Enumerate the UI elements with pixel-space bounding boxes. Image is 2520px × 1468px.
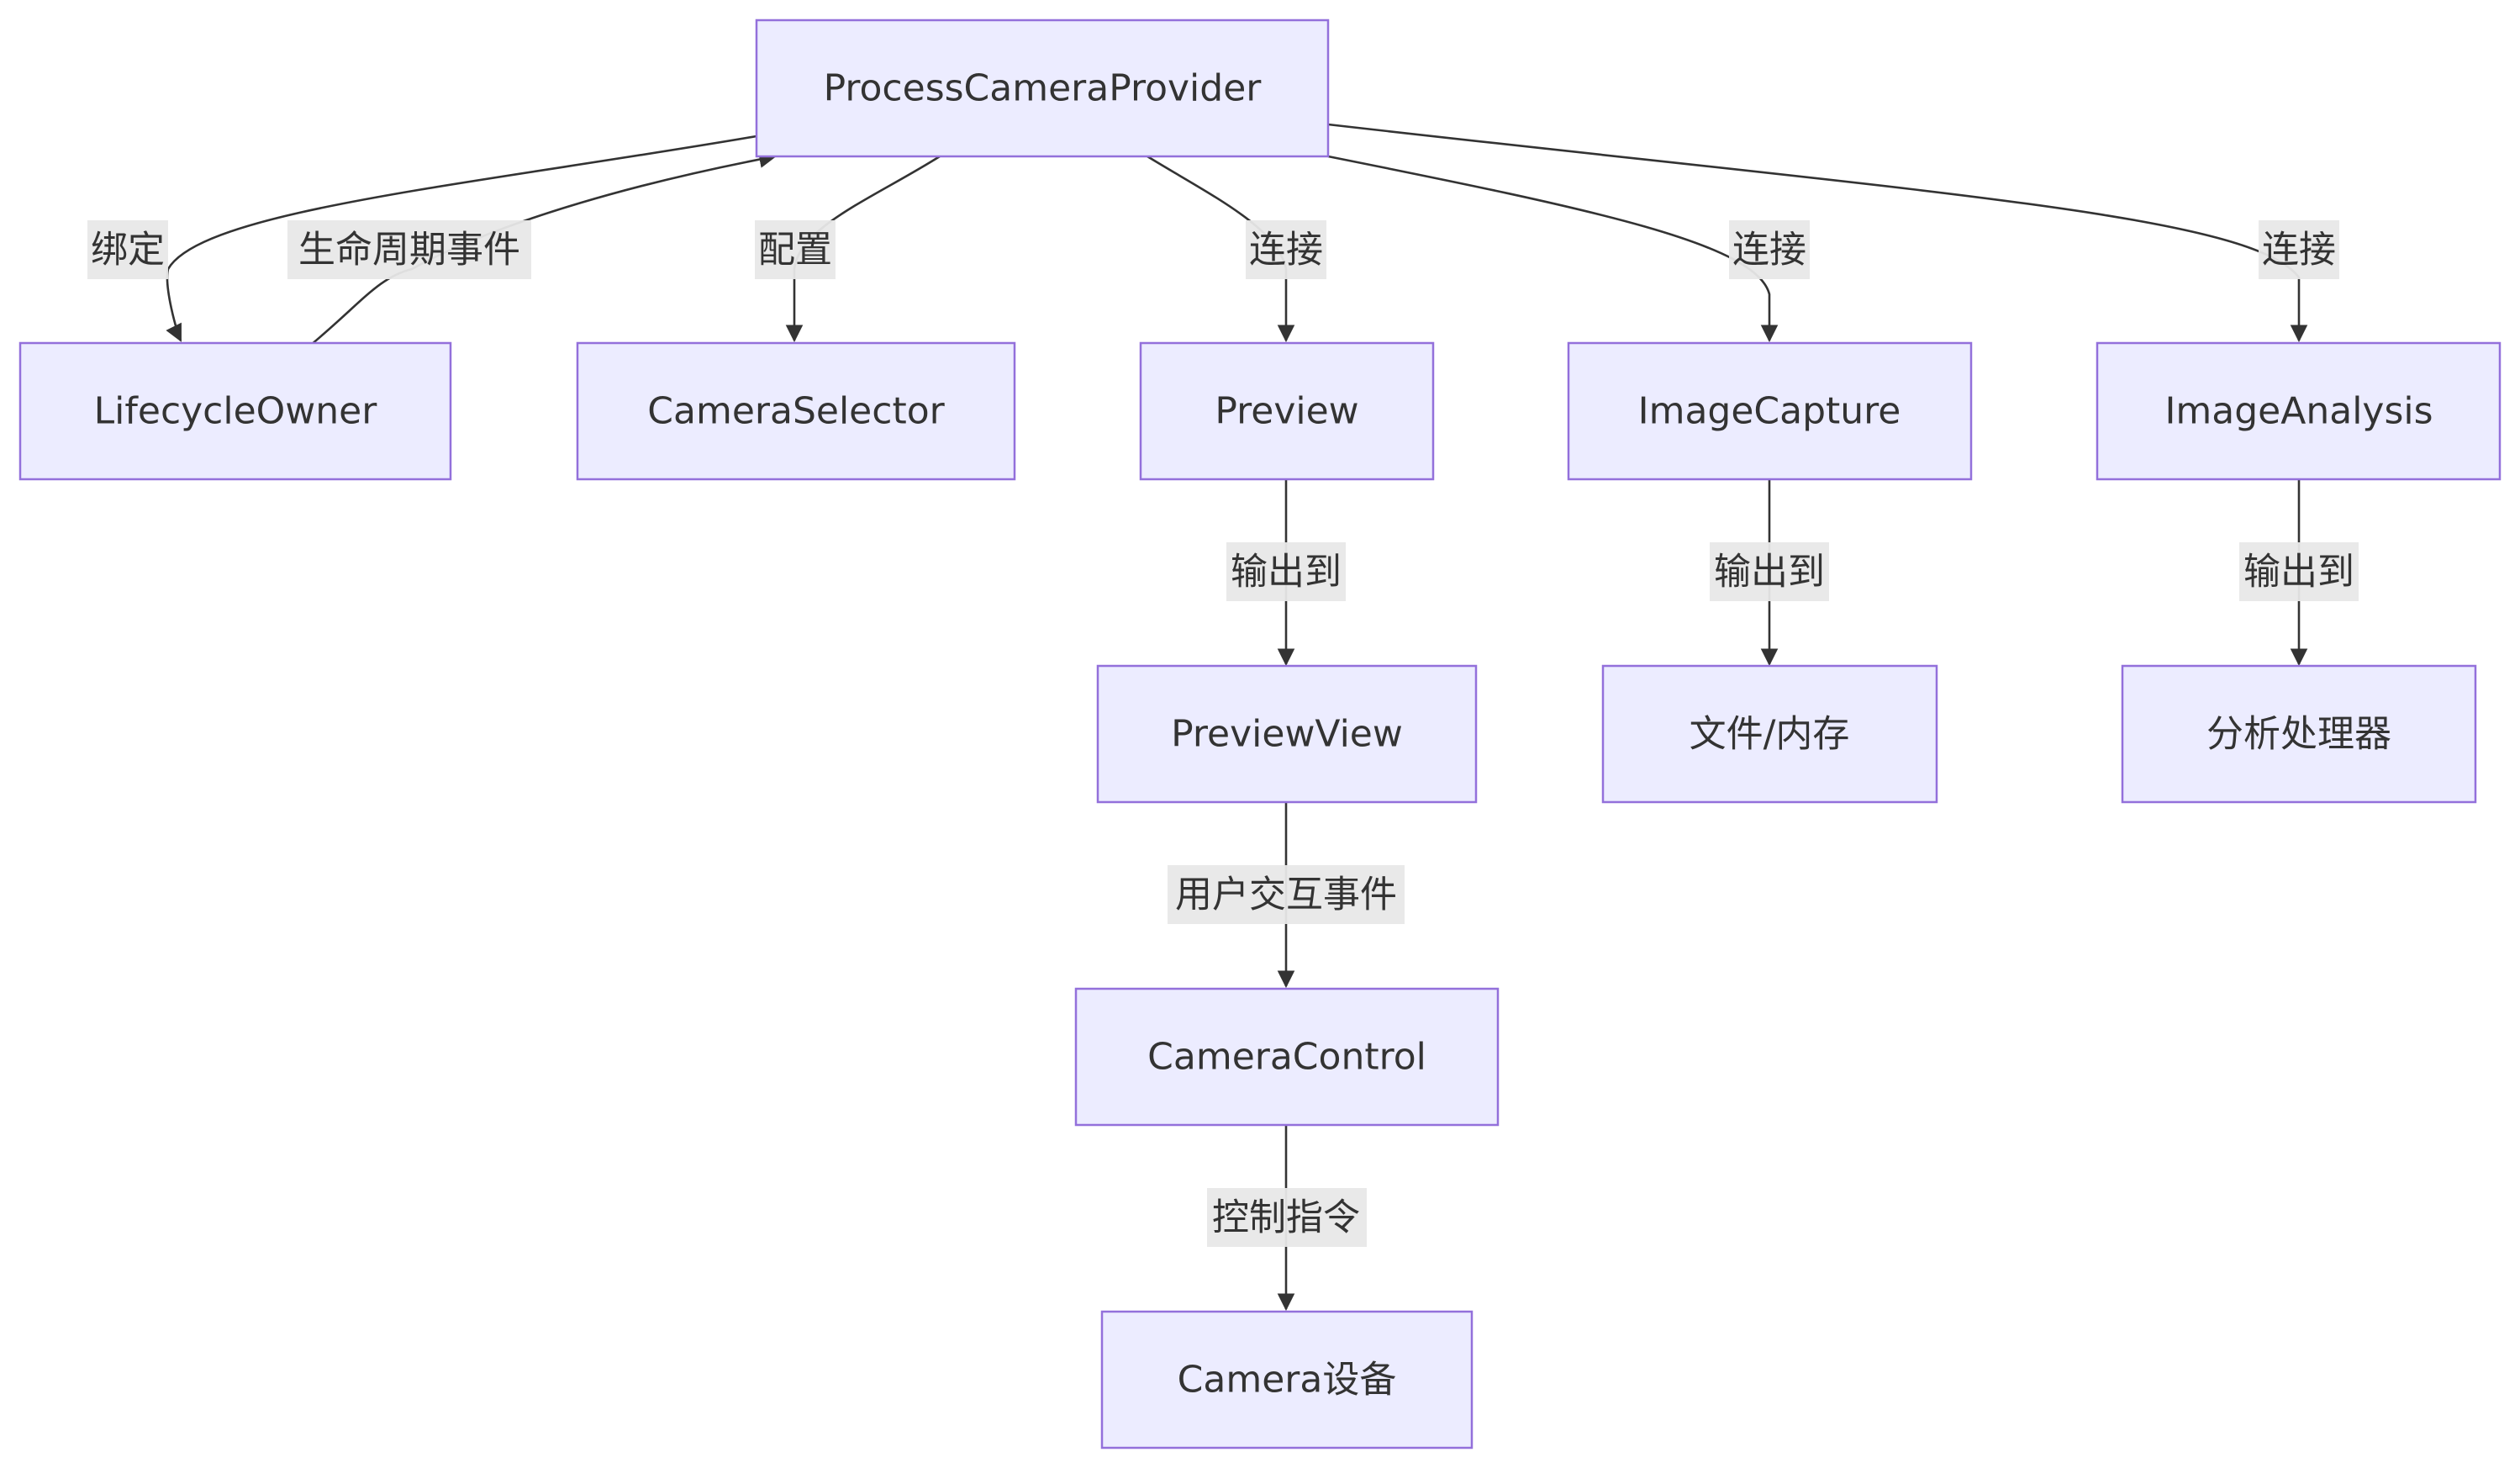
edge-bind: [166, 135, 757, 342]
node-image-analysis-label: ImageAnalysis: [2164, 390, 2433, 433]
node-image-capture-label: ImageCapture: [1638, 390, 1901, 433]
node-camera-control[interactable]: CameraControl: [1074, 987, 1500, 1127]
node-lifecycle-owner-label: LifecycleOwner: [94, 390, 378, 433]
edge-label-user-interaction-text: 用户交互事件: [1175, 874, 1397, 916]
edge-label-output-preview: 输出到: [1226, 542, 1346, 601]
node-analysis-handler-label: 分析处理器: [2206, 713, 2391, 756]
edge-label-user-interaction: 用户交互事件: [1168, 865, 1405, 924]
edge-label-configure-text: 配置: [758, 229, 832, 272]
edge-label-lifecycle-events-text: 生命周期事件: [298, 229, 520, 272]
node-image-analysis[interactable]: ImageAnalysis: [2096, 341, 2502, 481]
edge-label-output-analysis-text: 输出到: [2243, 551, 2354, 594]
edge-label-bind: 绑定: [87, 220, 168, 279]
node-process-camera-provider-label: ProcessCameraProvider: [824, 67, 1263, 110]
edge-connect-analysis: [1327, 123, 2308, 343]
edge-label-connect-preview: 连接: [1246, 220, 1326, 279]
node-camera-selector-label: CameraSelector: [647, 390, 945, 433]
edge-label-connect-analysis-text: 连接: [2262, 229, 2336, 272]
node-analysis-handler[interactable]: 分析处理器: [2121, 664, 2477, 804]
node-process-camera-provider[interactable]: ProcessCameraProvider: [755, 18, 1330, 158]
edge-label-output-capture-text: 输出到: [1714, 551, 1825, 594]
node-camera-control-label: CameraControl: [1147, 1036, 1426, 1079]
edge-label-connect-capture: 连接: [1729, 220, 1810, 279]
edge-label-output-capture: 输出到: [1710, 542, 1829, 601]
node-preview-view-label: PreviewView: [1171, 713, 1403, 756]
edge-label-bind-text: 绑定: [91, 229, 165, 272]
node-camera-selector[interactable]: CameraSelector: [576, 341, 1016, 481]
node-file-memory[interactable]: 文件/内存: [1601, 664, 1938, 804]
edge-label-lifecycle-events: 生命周期事件: [287, 220, 531, 279]
edge-label-output-preview-text: 输出到: [1231, 551, 1342, 594]
node-camera-device-label: Camera设备: [1178, 1359, 1397, 1402]
edge-label-control-commands: 控制指令: [1207, 1188, 1367, 1247]
edge-label-connect-preview-text: 连接: [1249, 229, 1323, 272]
node-file-memory-label: 文件/内存: [1690, 713, 1850, 756]
edge-label-configure: 配置: [755, 220, 836, 279]
edge-label-control-commands-text: 控制指令: [1212, 1196, 1360, 1239]
node-camera-device[interactable]: Camera设备: [1100, 1310, 1474, 1450]
node-preview-label: Preview: [1215, 390, 1358, 433]
edge-connect-capture: [1327, 155, 1779, 343]
node-preview-view[interactable]: PreviewView: [1096, 664, 1478, 804]
edge-label-connect-capture-text: 连接: [1732, 229, 1806, 272]
edge-label-output-analysis: 输出到: [2239, 542, 2359, 601]
edge-label-connect-analysis: 连接: [2259, 220, 2339, 279]
node-preview[interactable]: Preview: [1139, 341, 1435, 481]
node-image-capture[interactable]: ImageCapture: [1567, 341, 1973, 481]
node-lifecycle-owner[interactable]: LifecycleOwner: [18, 341, 452, 481]
